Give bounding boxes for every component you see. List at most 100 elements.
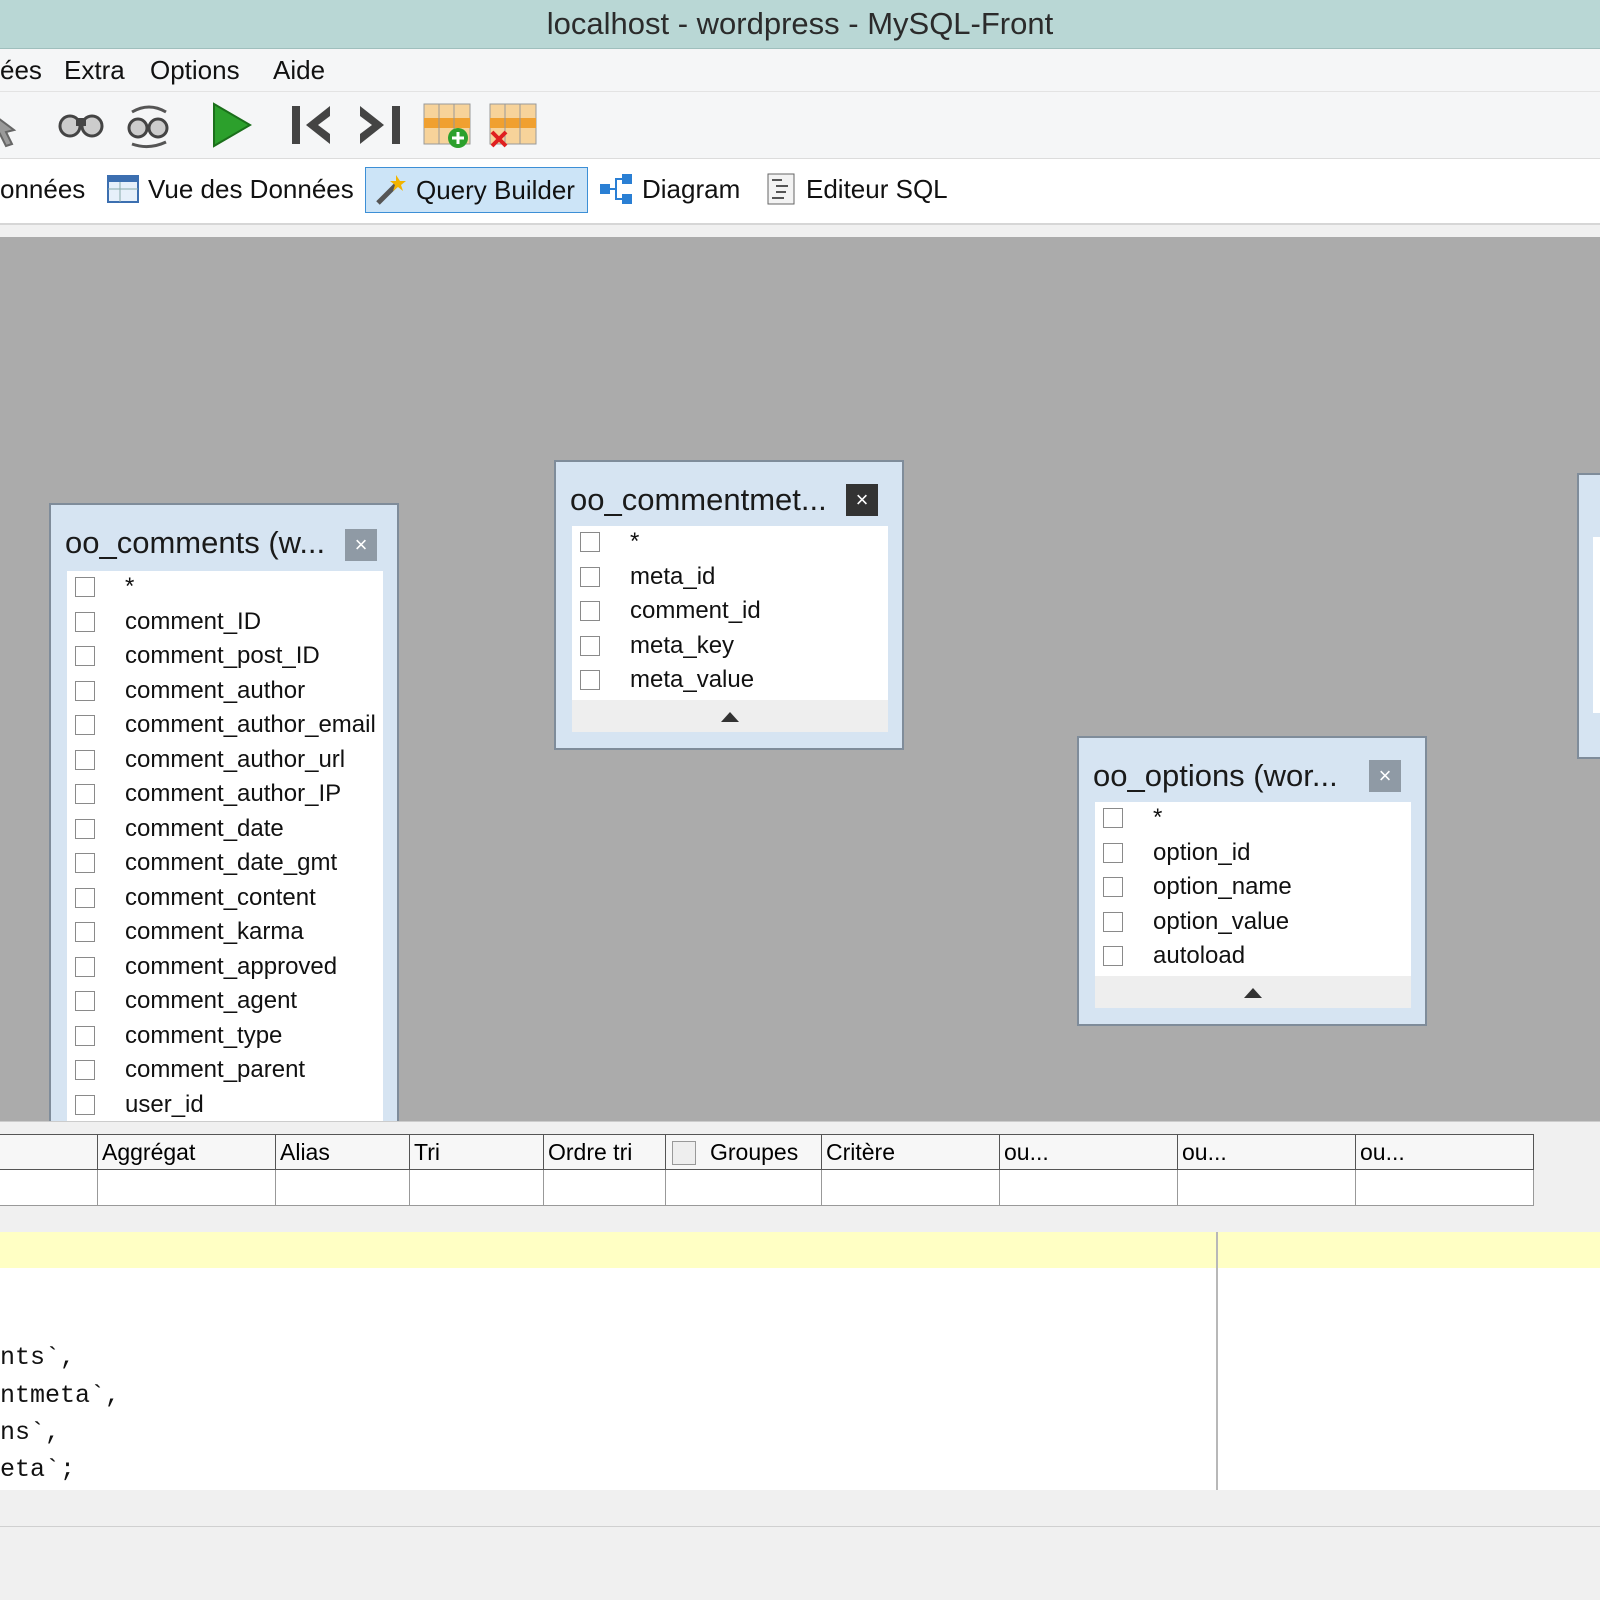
field-checkbox[interactable]: [1103, 877, 1123, 897]
field-row[interactable]: comment_date: [67, 813, 383, 847]
field-row[interactable]: user_id: [67, 1089, 383, 1122]
sql-editor[interactable]: nts`, ntmeta`, ns`, eta`;: [0, 1232, 1600, 1491]
field-row[interactable]: option_name: [1095, 871, 1411, 905]
grid-cell[interactable]: [544, 1170, 666, 1206]
field-checkbox[interactable]: [75, 887, 95, 908]
field-row[interactable]: comment_type: [67, 1020, 383, 1054]
splitter[interactable]: [1216, 1232, 1218, 1490]
table-partial[interactable]: [1577, 473, 1600, 759]
grid-cell[interactable]: [1356, 1170, 1534, 1206]
field-row[interactable]: comment_author_IP: [67, 778, 383, 812]
grid-header-tri[interactable]: Tri: [410, 1134, 544, 1170]
field-checkbox[interactable]: [75, 1094, 95, 1115]
field-row[interactable]: meta_id: [572, 561, 888, 595]
grid-header-ou[interactable]: ou...: [1356, 1134, 1534, 1170]
field-checkbox[interactable]: [75, 715, 95, 735]
find-icon[interactable]: [56, 100, 106, 150]
field-row[interactable]: meta_key: [572, 630, 888, 664]
field-row[interactable]: comment_author_url: [67, 744, 383, 778]
grid-cell[interactable]: [1000, 1170, 1178, 1206]
menu-item-aide[interactable]: Aide: [273, 55, 326, 85]
tab-donnees[interactable]: onnées: [0, 167, 85, 211]
tab-query-builder[interactable]: Query Builder: [365, 167, 588, 213]
close-icon[interactable]: ×: [846, 484, 878, 516]
field-checkbox[interactable]: [1103, 808, 1123, 828]
field-checkbox[interactable]: [75, 853, 95, 873]
grid-cell[interactable]: [410, 1170, 544, 1206]
field-checkbox[interactable]: [75, 922, 95, 942]
field-row[interactable]: comment_author_email: [67, 709, 383, 743]
field-row[interactable]: autoload: [1095, 940, 1411, 974]
field-checkbox[interactable]: [75, 784, 95, 804]
tab-editeur-sql[interactable]: Editeur SQL: [764, 167, 948, 211]
arrow-icon[interactable]: [0, 100, 34, 150]
field-checkbox[interactable]: [75, 956, 95, 977]
run-icon[interactable]: [206, 100, 256, 150]
field-row[interactable]: *: [572, 526, 888, 560]
field-row[interactable]: option_value: [1095, 906, 1411, 940]
menu-item-extra[interactable]: Extra: [64, 55, 125, 85]
field-row[interactable]: meta_value: [572, 664, 888, 698]
close-icon[interactable]: ×: [1369, 760, 1401, 792]
collapse-button[interactable]: [572, 700, 888, 732]
tab-vue-des-donnees[interactable]: Vue des Données: [106, 167, 354, 211]
grid-header[interactable]: [0, 1134, 98, 1170]
menu-item-donnees[interactable]: ées: [0, 55, 42, 85]
field-checkbox[interactable]: [580, 532, 600, 552]
close-icon[interactable]: ×: [345, 529, 377, 561]
grid-header-aggregat[interactable]: Aggrégat: [98, 1134, 276, 1170]
collapse-button[interactable]: [1095, 976, 1411, 1008]
field-row[interactable]: comment_karma: [67, 916, 383, 950]
grid-header-alias[interactable]: Alias: [276, 1134, 410, 1170]
field-checkbox[interactable]: [1103, 842, 1123, 863]
grid-cell[interactable]: [1178, 1170, 1356, 1206]
field-checkbox[interactable]: [580, 601, 600, 621]
grid-header-ou[interactable]: ou...: [1178, 1134, 1356, 1170]
field-checkbox[interactable]: [75, 749, 95, 770]
grid-cell[interactable]: [0, 1170, 98, 1206]
menu-item-options[interactable]: Options: [150, 55, 240, 85]
field-row[interactable]: *: [1095, 802, 1411, 836]
field-row[interactable]: option_id: [1095, 837, 1411, 871]
insert-record-icon[interactable]: [422, 100, 472, 150]
tab-diagram[interactable]: Diagram: [598, 167, 740, 211]
field-row[interactable]: *: [67, 571, 383, 605]
field-row[interactable]: comment_id: [572, 595, 888, 629]
field-row[interactable]: comment_author: [67, 675, 383, 709]
field-checkbox[interactable]: [75, 577, 95, 597]
grid-header-critere[interactable]: Critère: [822, 1134, 1000, 1170]
grid-header-groupes[interactable]: Groupes: [666, 1134, 822, 1170]
field-row[interactable]: comment_ID: [67, 606, 383, 640]
delete-record-icon[interactable]: [488, 100, 538, 150]
field-row[interactable]: comment_post_ID: [67, 640, 383, 674]
last-record-icon[interactable]: [356, 100, 406, 150]
field-checkbox[interactable]: [580, 635, 600, 656]
replace-icon[interactable]: [124, 100, 174, 150]
field-checkbox[interactable]: [580, 670, 600, 690]
field-checkbox[interactable]: [75, 1060, 95, 1080]
field-checkbox[interactable]: [75, 680, 95, 701]
field-checkbox[interactable]: [1103, 911, 1123, 932]
grid-cell[interactable]: [666, 1170, 822, 1206]
grid-cell[interactable]: [98, 1170, 276, 1206]
field-checkbox[interactable]: [75, 611, 95, 632]
grid-cell[interactable]: [822, 1170, 1000, 1206]
field-checkbox[interactable]: [75, 646, 95, 666]
field-checkbox[interactable]: [1103, 946, 1123, 966]
groupes-checkbox[interactable]: [672, 1141, 696, 1165]
grid-cell[interactable]: [276, 1170, 410, 1206]
field-row[interactable]: comment_parent: [67, 1054, 383, 1088]
field-checkbox[interactable]: [580, 566, 600, 587]
first-record-icon[interactable]: [288, 100, 338, 150]
field-row[interactable]: comment_approved: [67, 951, 383, 985]
field-row[interactable]: comment_date_gmt: [67, 847, 383, 881]
field-row[interactable]: comment_content: [67, 882, 383, 916]
field-checkbox[interactable]: [75, 1025, 95, 1046]
grid-header-ou[interactable]: ou...: [1000, 1134, 1178, 1170]
field-row[interactable]: comment_agent: [67, 985, 383, 1019]
field-checkbox[interactable]: [75, 818, 95, 839]
